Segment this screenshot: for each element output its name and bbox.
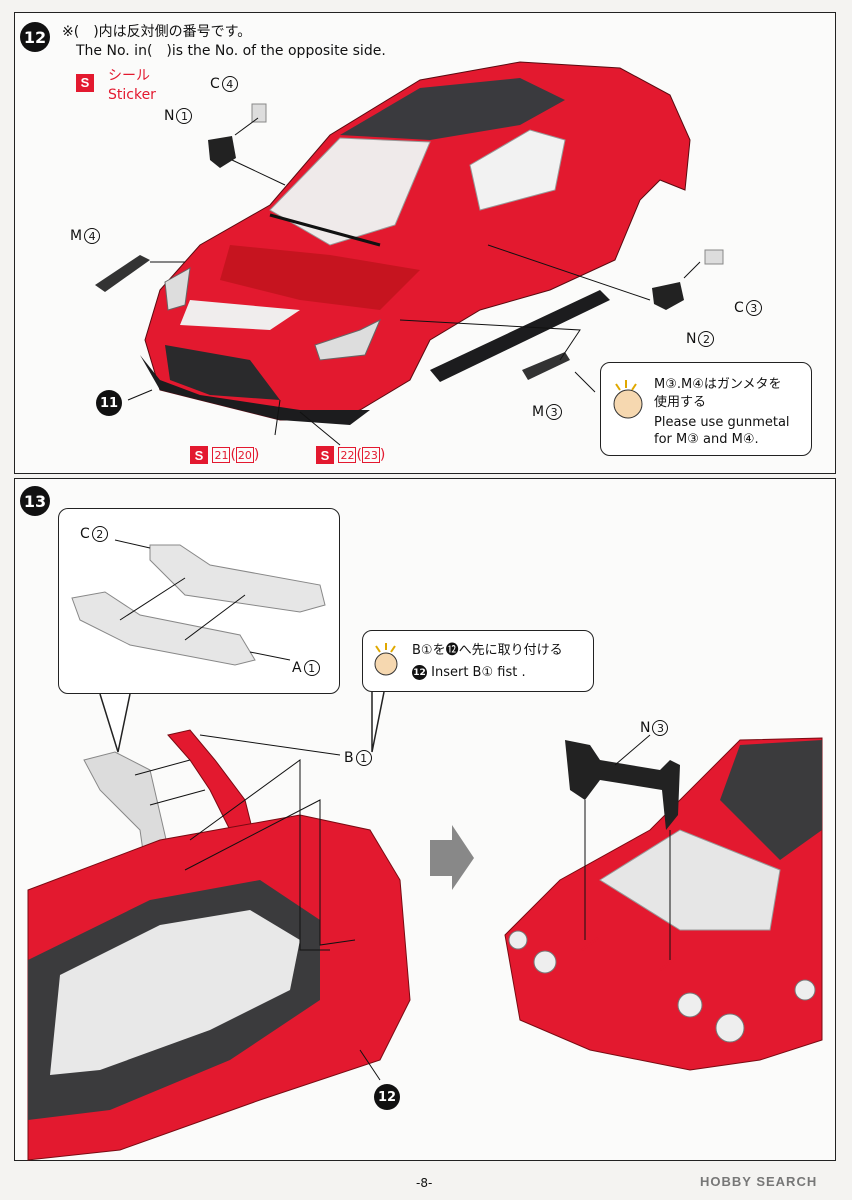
tail-light-2	[533, 950, 557, 974]
callout-tail	[99, 693, 131, 753]
opposite-side-note-en: The No. in( )is the No. of the opposite …	[76, 43, 386, 59]
part-c4	[251, 103, 267, 123]
detail-leader-lines	[114, 539, 291, 661]
sticker-legend: S	[76, 72, 94, 92]
step-12-leader-lines	[127, 117, 701, 446]
tail-light-1	[508, 930, 528, 950]
step-13-badge: 13	[20, 486, 50, 516]
gunmetal-note-ja-1: M③.M④はガンメタを	[654, 377, 782, 392]
ref-step-12-badge: 12	[374, 1084, 400, 1110]
step-12-badge: 12	[20, 22, 50, 52]
tail-light-5	[794, 979, 816, 1001]
sticker-ref-22: S 22(23)	[316, 446, 385, 464]
car-front-illustration	[95, 61, 724, 446]
part-n2-mirror	[652, 282, 684, 310]
tail-light-4	[715, 1013, 745, 1043]
hood-shape	[220, 245, 420, 310]
part-a1	[71, 591, 256, 666]
roof-shape	[340, 78, 565, 140]
gunmetal-note-en-1: Please use gunmetal	[654, 415, 790, 430]
side-window-shape	[469, 129, 566, 211]
front-splitter-shape	[140, 355, 370, 425]
arrow-right-icon	[430, 825, 474, 890]
page-number: -8-	[416, 1176, 433, 1190]
part-n1-mirror	[208, 136, 236, 168]
step-13-leader-lines	[134, 734, 381, 1081]
part-m4	[95, 255, 150, 292]
wiper-arm	[269, 213, 381, 247]
pointing-hand-icon-2	[374, 643, 398, 676]
side-skirt	[430, 290, 610, 382]
insert-b1-note-ja: B①を⓬へ先に取り付ける	[412, 643, 563, 658]
watermark-logo: HOBBY SEARCH	[700, 1174, 818, 1189]
insert-b1-callout	[362, 630, 594, 692]
rear-deck-left	[50, 910, 300, 1075]
windshield-shape	[269, 137, 431, 246]
rear-window-right	[599, 829, 781, 931]
sticker-label-ja: シール	[108, 68, 150, 84]
gunmetal-note-en-2: for M③ and M④.	[654, 432, 759, 447]
part-c2	[149, 544, 326, 613]
wing-mount-slots	[581, 937, 677, 971]
pointing-hand-icon	[613, 380, 643, 419]
front-grille-shape	[165, 345, 280, 400]
opposite-side-note-ja: ※( )内は反対側の番号です。	[62, 24, 252, 40]
part-n3-wing	[565, 740, 680, 830]
insert-b1-note-en: 12 Insert B① fist .	[412, 665, 526, 680]
sticker-ref-21: S 21(20)	[190, 446, 259, 464]
right-headlight	[314, 318, 381, 361]
gunmetal-note-ja-2: 使用する	[654, 395, 707, 410]
part-m3	[522, 352, 570, 380]
tail-light-3	[677, 992, 703, 1018]
roof-right	[720, 740, 822, 860]
hood-white-panel	[180, 300, 300, 330]
part-c3	[704, 249, 724, 265]
left-headlight	[164, 267, 191, 311]
sticker-mark: S	[76, 73, 94, 92]
ref-step-11-badge: 11	[96, 390, 122, 416]
sticker-label-en: Sticker	[108, 87, 156, 103]
wing-leader-lines	[584, 734, 671, 960]
